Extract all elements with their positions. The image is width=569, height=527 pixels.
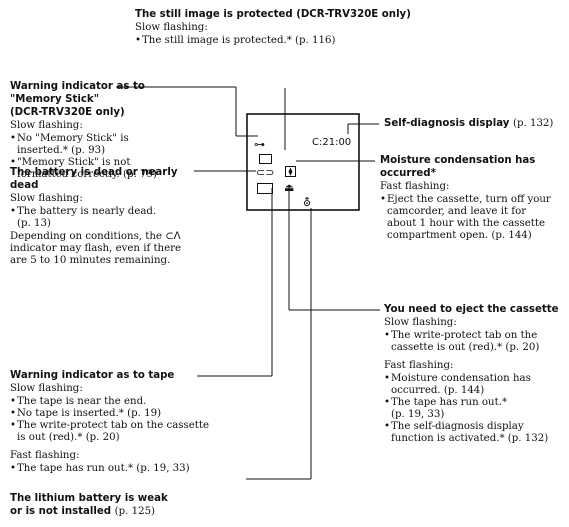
moisture-heading-2: occurred* bbox=[380, 168, 436, 179]
self-diagnosis-heading: Self-diagnosis display (p. 132) bbox=[384, 118, 553, 130]
tape-bullet-4: The tape has run out.* (p. 19, 33) bbox=[10, 463, 190, 475]
lithium-heading-1: The lithium battery is weak bbox=[10, 493, 168, 504]
moisture-heading-1: Moisture condensation has bbox=[380, 155, 536, 166]
lithium-page: (p. 125) bbox=[114, 506, 156, 517]
tape-sub-2: Fast flashing: bbox=[10, 450, 80, 461]
battery-small-icon: ⊂ᐱ bbox=[165, 231, 181, 242]
self-diagnosis-label: Self-diagnosis display bbox=[384, 118, 510, 129]
tape-bullet-2: No tape is inserted.* (p. 19) bbox=[10, 408, 161, 420]
eject-bullet-4: The self-diagnosis display bbox=[384, 421, 524, 433]
tape-bullet-3-cont: is out (red).* (p. 20) bbox=[17, 432, 120, 443]
eject-bullet-2-cont: occurred. (p. 144) bbox=[391, 385, 485, 396]
battery-sub: Slow flashing: bbox=[10, 193, 83, 204]
eject-bullet-1: The write-protect tab on the bbox=[384, 330, 537, 342]
eject-bullet-4-cont: function is activated.* (p. 132) bbox=[391, 433, 549, 444]
battery-heading-2: dead bbox=[10, 180, 39, 191]
battery-note-2: indicator may flash, even if there bbox=[10, 243, 182, 254]
memory-stick-bullet-1-cont: inserted.* (p. 93) bbox=[17, 145, 106, 156]
tape-bullet-3: The write-protect tab on the cassette bbox=[10, 420, 209, 432]
lithium-label: or is not installed bbox=[10, 506, 112, 517]
key-icon: ⊶ bbox=[254, 138, 265, 151]
moisture-bullet-cont-2: about 1 hour with the cassette bbox=[387, 218, 545, 229]
eject-bullet-2: Moisture condensation has bbox=[384, 373, 531, 385]
memory-stick-sub: Slow flashing: bbox=[10, 120, 83, 131]
tape-sub: Slow flashing: bbox=[10, 383, 83, 394]
tape-bullet-1: The tape is near the end. bbox=[10, 396, 146, 408]
lcd-time: C:21:00 bbox=[312, 137, 352, 148]
memory-stick-bullet-2-cont: formatted correctly. (p. 79) bbox=[17, 169, 157, 180]
moisture-bullet-cont-3: compartment open. (p. 144) bbox=[387, 230, 532, 241]
eject-bullet-3-cont: (p. 19, 33) bbox=[391, 409, 445, 420]
eject-sub-2: Fast flashing: bbox=[384, 360, 454, 371]
moisture-sub: Fast flashing: bbox=[380, 181, 450, 192]
still-image-bullet: The still image is protected.* (p. 116) bbox=[135, 35, 335, 47]
memory-stick-heading-2: "Memory Stick" bbox=[10, 94, 100, 105]
lithium-battery-icon: ⛢ bbox=[303, 196, 312, 209]
self-diagnosis-page: (p. 132) bbox=[512, 118, 554, 129]
battery-bullet: The battery is nearly dead. bbox=[10, 206, 156, 218]
tape-icon bbox=[257, 183, 273, 194]
eject-heading: You need to eject the cassette bbox=[384, 304, 559, 315]
moisture-bullet-cont-1: camcorder, and leave it for bbox=[387, 206, 527, 217]
moisture-icon: ⧫ bbox=[285, 166, 296, 177]
battery-note-text: Depending on conditions, the bbox=[10, 231, 162, 242]
battery-bullet-cont: (p. 13) bbox=[17, 218, 51, 229]
moisture-bullet: Eject the cassette, turn off your bbox=[380, 194, 551, 206]
memory-stick-heading-3: (DCR-TRV320E only) bbox=[10, 107, 125, 118]
still-image-sub: Slow flashing: bbox=[135, 22, 208, 33]
memory-stick-bullet-2: "Memory Stick" is not bbox=[10, 157, 130, 169]
memory-stick-heading-1: Warning indicator as to bbox=[10, 81, 145, 92]
memory-stick-bullet-1: No "Memory Stick" is bbox=[10, 133, 129, 145]
battery-heading-1: The battery is dead or nearly bbox=[10, 167, 178, 178]
lithium-heading-2: or is not installed (p. 125) bbox=[10, 506, 155, 518]
eject-bullet-3: The tape has run out.* bbox=[384, 397, 507, 409]
still-image-heading: The still image is protected (DCR-TRV320… bbox=[135, 9, 411, 20]
battery-icon: ⊂⊃ bbox=[256, 166, 275, 179]
tape-heading: Warning indicator as to tape bbox=[10, 370, 175, 381]
battery-note-3: are 5 to 10 minutes remaining. bbox=[10, 255, 171, 266]
battery-note-1: Depending on conditions, the ⊂ᐱ bbox=[10, 231, 181, 243]
eject-sub: Slow flashing: bbox=[384, 317, 457, 328]
eject-icon: ⏏ bbox=[284, 181, 295, 194]
memory-stick-icon bbox=[259, 154, 272, 164]
eject-bullet-1-cont: cassette is out (red).* (p. 20) bbox=[391, 342, 540, 353]
